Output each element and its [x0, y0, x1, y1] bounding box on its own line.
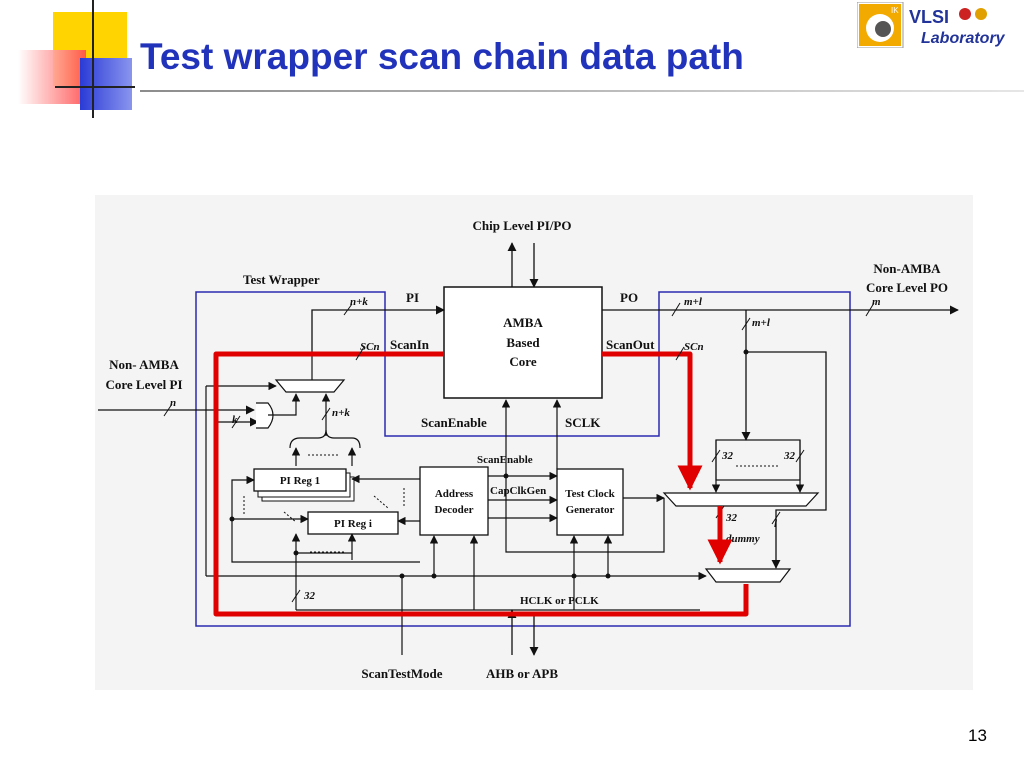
svg-text:Generator: Generator — [566, 504, 615, 516]
svg-text:m+l: m+l — [684, 296, 703, 308]
scan-chain-out-path — [602, 351, 703, 491]
svg-text:n+k: n+k — [332, 407, 350, 419]
svg-text:Laboratory: Laboratory — [921, 30, 1006, 47]
corner-horizontal-line — [55, 86, 135, 88]
svg-text:k: k — [232, 414, 238, 426]
output-mux-top — [662, 492, 820, 507]
svg-text:IK: IK — [891, 6, 899, 15]
po-label: PO — [620, 290, 638, 305]
scan-out-label: ScanOut — [606, 337, 655, 352]
register-brace — [289, 429, 361, 449]
svg-text:32: 32 — [721, 450, 734, 462]
svg-text:SCn: SCn — [684, 341, 704, 353]
hclk-label: HCLK or PCLK — [520, 595, 599, 607]
output-mux-bottom — [704, 568, 792, 583]
svg-text:n+k: n+k — [350, 296, 368, 308]
corner-red-block — [18, 50, 86, 104]
test-wrapper-label: Test Wrapper — [243, 272, 320, 287]
svg-text:Non- AMBA: Non- AMBA — [109, 357, 179, 372]
svg-text:32: 32 — [725, 512, 738, 524]
scan-in-label: ScanIn — [390, 337, 430, 352]
vlsi-laboratory-logo: IK VLSI Laboratory — [857, 2, 1006, 48]
input-mux — [274, 379, 346, 393]
svg-text:VLSI: VLSI — [909, 7, 949, 27]
scan-chain-path — [213, 351, 749, 617]
chip-level-label: Chip Level PI/PO — [473, 218, 572, 233]
svg-text:m+l: m+l — [752, 317, 771, 329]
svg-text:Non-AMBA: Non-AMBA — [873, 261, 941, 276]
svg-text:Core: Core — [509, 354, 536, 369]
svg-text:Core Level PO: Core Level PO — [866, 280, 948, 295]
test-wrapper-boundary — [195, 291, 851, 627]
scan-enable-core-label: ScanEnable — [421, 415, 487, 430]
pi-label: PI — [406, 290, 419, 305]
svg-text:Address: Address — [435, 488, 474, 500]
svg-text:32: 32 — [783, 450, 796, 462]
svg-text:l: l — [774, 518, 778, 530]
page-number: 13 — [968, 726, 987, 745]
slide-title: Test wrapper scan chain data path — [140, 36, 744, 77]
pi-reg-i-label: PI Reg i — [334, 518, 372, 530]
amba-core-block — [443, 286, 603, 399]
svg-text:Core Level PI: Core Level PI — [105, 377, 182, 392]
dummy-label: dummy — [726, 533, 760, 545]
svg-text:Based: Based — [506, 335, 540, 350]
test-clock-generator-block — [556, 468, 624, 536]
address-decoder-block — [419, 466, 489, 536]
svg-text:n: n — [170, 397, 176, 409]
corner-vertical-line — [92, 0, 94, 118]
corner-blue-block — [80, 58, 132, 110]
svg-text:32: 32 — [303, 590, 316, 602]
svg-text:Test Clock: Test Clock — [565, 488, 615, 500]
svg-text:SCn: SCn — [360, 341, 380, 353]
ahb-apb-label: AHB or APB — [486, 666, 558, 681]
svg-text:m: m — [872, 296, 881, 308]
title-divider — [140, 90, 1024, 92]
pi-reg-1-label: PI Reg 1 — [280, 475, 320, 487]
scan-enable-mid-label: ScanEnable — [477, 454, 533, 466]
cap-clk-gen-label: CapClkGen — [490, 485, 546, 497]
svg-text:Decoder: Decoder — [434, 504, 473, 516]
svg-text:AMBA: AMBA — [503, 315, 543, 330]
scan-test-mode-label: ScanTestMode — [361, 666, 442, 681]
sclk-label: SCLK — [565, 415, 601, 430]
